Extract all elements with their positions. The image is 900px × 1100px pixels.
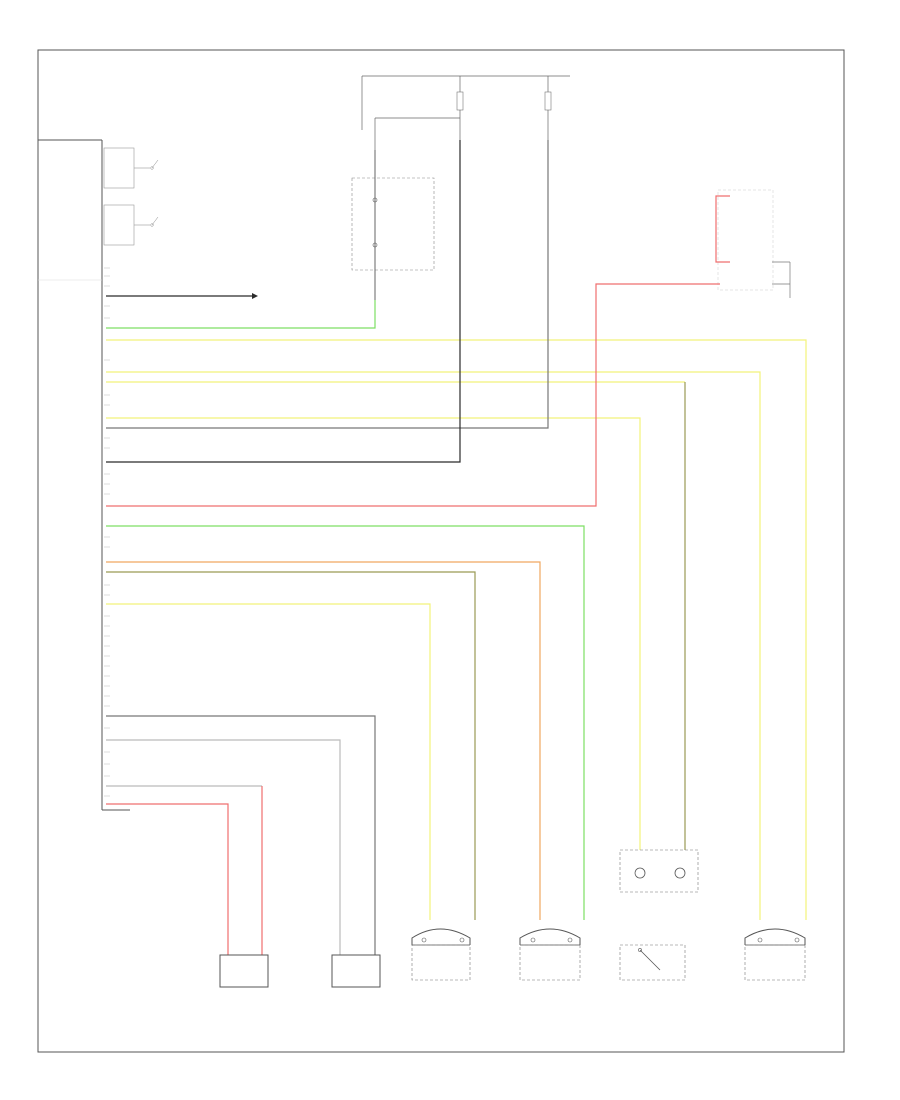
wire-gray-pass-inflator [106,715,376,955]
wire-green-left-belt [106,525,585,920]
power-distribution [351,75,570,300]
passenger-front-inflator-module [331,954,381,988]
indicator-switch-box [351,177,435,271]
wire-yellow-occupant [106,417,641,850]
wire-gray-fuse-right [106,140,549,429]
wire-gray-pass-inflator-2 [106,739,341,955]
wire-black-fuse-left [106,140,461,463]
passenger-seat-position-sensor [744,928,806,981]
wire-olive-right-belt [106,571,476,920]
wire-harness [106,140,807,955]
wire-red-connector-loop [715,195,730,263]
wire-red-power [106,283,720,507]
left-seatbelt-pretensioner [519,928,581,981]
fuse-left [456,91,464,111]
driver-front-inflator-module [219,954,269,988]
fuse-right [544,91,552,111]
wire-red-driver-inflator-2 [106,803,229,955]
wire-yellow-seat-1 [106,339,807,920]
module-pin-ticks [104,267,110,797]
right-seatbelt-pretensioner [411,928,471,981]
wire-orange-left-belt [106,561,541,920]
restraints-control-module [38,139,159,811]
wire-green-indicator [106,300,376,329]
diagram-border [37,49,845,1053]
wire-yellow-seat-2 [106,371,761,920]
arrow-icon [252,293,258,299]
passenger-occupant-classification-sensor [619,849,699,981]
right-connector [717,189,791,298]
wire-yellow-right-belt [106,603,431,920]
